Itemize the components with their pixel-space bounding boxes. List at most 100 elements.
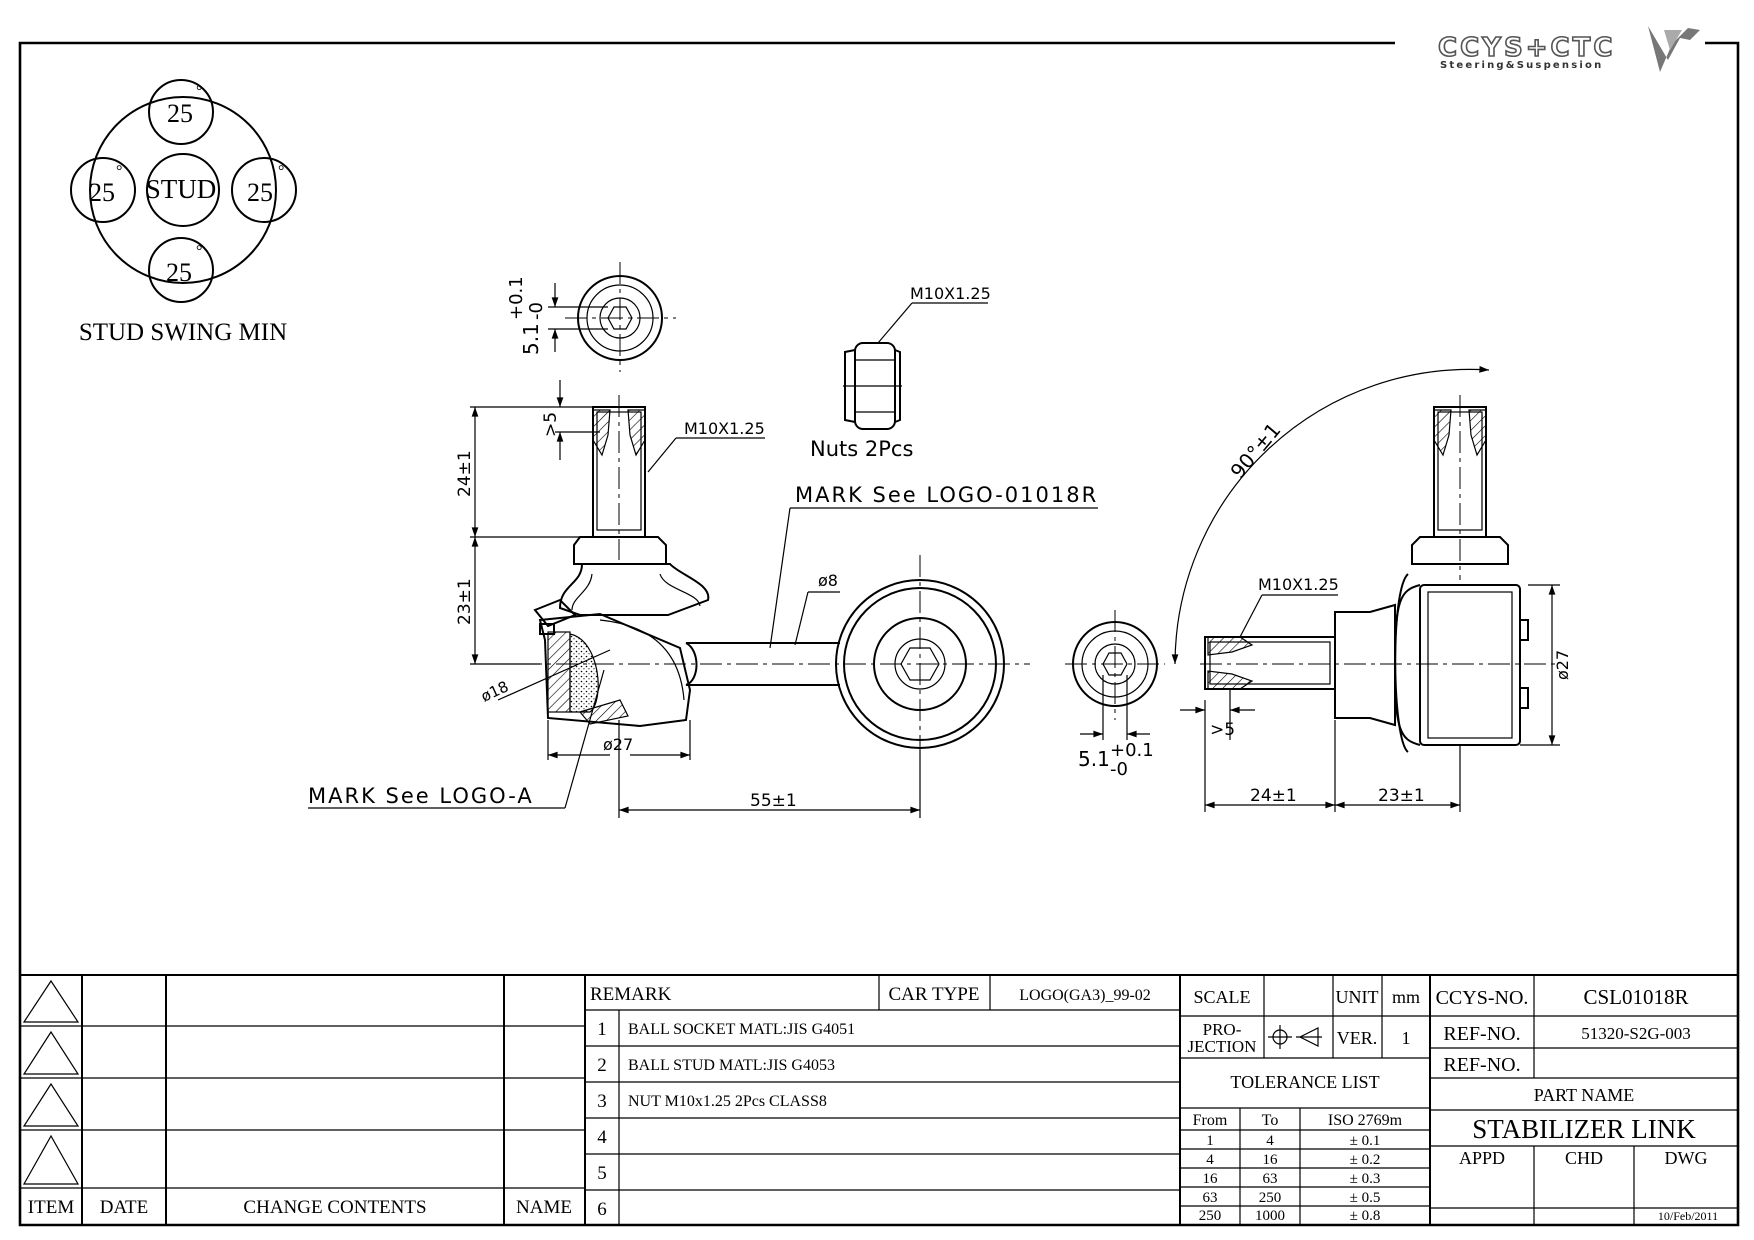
swing-angle-right: 25 xyxy=(247,178,273,207)
scale-label: SCALE xyxy=(1193,987,1250,1007)
tol-row-1-value: ± 0.1 xyxy=(1350,1133,1381,1149)
gt5-dim-b: >5 xyxy=(1210,720,1235,740)
remark-no-5: 5 xyxy=(597,1163,607,1184)
title-block-text: ITEM DATE CHANGE CONTENTS NAME REMARK CA… xyxy=(28,984,1718,1224)
nut-quantity-label: Nuts 2Pcs xyxy=(810,437,913,461)
len-23-dim: 23±1 xyxy=(455,578,475,625)
hex-side-dim-minus: -0 xyxy=(1110,759,1128,780)
stud-swing-diagram: STUD 25 25 25 25 ° ° ° ° STUD SWING MIN xyxy=(70,79,297,346)
tol-row-5-value: ± 0.8 xyxy=(1350,1208,1381,1224)
rev-header-item: ITEM xyxy=(28,1197,75,1218)
len-55-dim: 55±1 xyxy=(750,791,797,811)
car-type-label: CAR TYPE xyxy=(889,984,980,1005)
ccys-no-value: CSL01018R xyxy=(1583,985,1688,1009)
stud-label: STUD xyxy=(146,174,217,204)
tol-row-3-to: 63 xyxy=(1263,1171,1278,1187)
logo-brand: CCYS+CTC xyxy=(1438,33,1615,63)
hex-top-dim-plus: +0.1 xyxy=(506,276,527,320)
projection-label-2: JECTION xyxy=(1188,1037,1257,1056)
chd-label: CHD xyxy=(1565,1148,1603,1168)
ccys-no-label: CCYS-NO. xyxy=(1436,987,1529,1009)
drawing-date: 10/Feb/2011 xyxy=(1658,1209,1718,1223)
swing-angle-left: 25 xyxy=(89,178,115,207)
appd-label: APPD xyxy=(1459,1148,1505,1168)
stud-thread-label: M10X1.25 xyxy=(684,419,765,438)
mark-logo-label: MARK See LOGO-01018R xyxy=(795,483,1098,507)
tol-row-2-from: 4 xyxy=(1206,1152,1214,1168)
unit-label: UNIT xyxy=(1336,987,1379,1007)
side-thread-label: M10X1.25 xyxy=(1258,575,1339,594)
remark-text-1: BALL SOCKET MATL:JIS G4051 xyxy=(628,1021,855,1038)
mark-logo-a-label: MARK See LOGO-A xyxy=(308,784,534,808)
tolerance-title: TOLERANCE LIST xyxy=(1230,1072,1379,1092)
swing-degree-top: ° xyxy=(196,83,202,100)
ref-no-value: 51320-S2G-003 xyxy=(1581,1024,1691,1043)
tolerance-header-from: From xyxy=(1193,1112,1228,1129)
projection-symbol-icon xyxy=(1268,1025,1322,1049)
tol-row-3-value: ± 0.3 xyxy=(1350,1171,1381,1187)
gt5-dim-a: >5 xyxy=(541,412,561,437)
swing-degree-left: ° xyxy=(116,163,122,180)
tol-row-1-to: 4 xyxy=(1266,1133,1274,1149)
tolerance-header-to: To xyxy=(1262,1112,1279,1129)
hex-side-dim-plus: +0.1 xyxy=(1110,740,1154,761)
tol-row-2-to: 16 xyxy=(1263,1152,1279,1168)
tol-row-4-value: ± 0.5 xyxy=(1350,1190,1381,1206)
tol-row-5-from: 250 xyxy=(1199,1208,1222,1224)
dia-27-label-b: ø27 xyxy=(1553,650,1572,680)
dia-27-label-a: ø27 xyxy=(603,735,633,754)
remark-no-4: 4 xyxy=(597,1127,607,1148)
tol-row-4-from: 63 xyxy=(1203,1190,1218,1206)
title-block-grid xyxy=(20,974,1738,1225)
swing-caption: STUD SWING MIN xyxy=(79,319,287,346)
dia-18-label: ø18 xyxy=(478,677,511,705)
top-hex-view: 5.1 +0.1 -0 xyxy=(506,262,676,372)
ref-no-label-2: REF-NO. xyxy=(1443,1054,1520,1076)
swing-degree-bottom: ° xyxy=(196,243,202,260)
main-link-side-view: 24±1 23±1 >5 M10X1.25 MARK See LOGO-0101… xyxy=(308,380,1098,818)
logo-mark-icon xyxy=(1648,26,1700,72)
nut-view: M10X1.25 Nuts 2Pcs xyxy=(810,284,991,461)
swing-angle-top: 25 xyxy=(167,99,193,128)
tol-row-3-from: 16 xyxy=(1203,1171,1219,1187)
sheet-border xyxy=(18,41,1740,1227)
dia-8-label: ø8 xyxy=(818,571,838,590)
swing-degree-right: ° xyxy=(278,163,284,180)
right-hex-view: 5.1 +0.1 -0 xyxy=(1065,610,1165,780)
dwg-label: DWG xyxy=(1665,1148,1708,1168)
len-24-dim-b: 24±1 xyxy=(1250,786,1297,806)
len-24-dim: 24±1 xyxy=(455,450,475,497)
hex-top-dim-minus: -0 xyxy=(526,302,547,320)
swing-angle-bottom: 25 xyxy=(166,258,192,287)
rev-header-name: NAME xyxy=(516,1197,572,1218)
ref-no-label: REF-NO. xyxy=(1443,1023,1520,1045)
ver-label: VER. xyxy=(1337,1028,1378,1048)
remark-no-1: 1 xyxy=(597,1019,607,1040)
tol-row-5-to: 1000 xyxy=(1255,1208,1285,1224)
car-type-value: LOGO(GA3)_99-02 xyxy=(1019,987,1151,1004)
tolerance-header-iso: ISO 2769m xyxy=(1328,1112,1403,1129)
remark-no-6: 6 xyxy=(597,1199,607,1220)
remark-text-2: BALL STUD MATL:JIS G4053 xyxy=(628,1057,835,1074)
hex-side-dim-main: 5.1 xyxy=(1078,747,1110,771)
right-assembly-view: 90°±1 M10X1.25 >5 24±1 xyxy=(1171,366,1572,812)
tol-row-2-value: ± 0.2 xyxy=(1350,1152,1381,1168)
tol-row-1-from: 1 xyxy=(1206,1133,1214,1149)
part-name-label: PART NAME xyxy=(1534,1085,1634,1105)
angle-90-dim: 90°±1 xyxy=(1225,418,1285,483)
nut-thread-label: M10X1.25 xyxy=(910,284,991,303)
projection-label-1: PRO- xyxy=(1203,1020,1242,1039)
remark-no-3: 3 xyxy=(597,1091,607,1112)
len-23-dim-b: 23±1 xyxy=(1378,786,1425,806)
rev-header-change-contents: CHANGE CONTENTS xyxy=(243,1197,426,1218)
unit-value: mm xyxy=(1392,987,1420,1007)
ver-value: 1 xyxy=(1402,1028,1411,1048)
logo-tagline: Steering&Suspension xyxy=(1440,60,1603,71)
company-logo: CCYS+CTC Steering&Suspension xyxy=(1437,26,1700,72)
tol-row-4-to: 250 xyxy=(1259,1190,1282,1206)
remark-no-2: 2 xyxy=(597,1055,607,1076)
rev-header-date: DATE xyxy=(100,1197,149,1218)
remark-text-3: NUT M10x1.25 2Pcs CLASS8 xyxy=(628,1093,827,1110)
hex-top-dim-main: 5.1 xyxy=(519,323,543,355)
